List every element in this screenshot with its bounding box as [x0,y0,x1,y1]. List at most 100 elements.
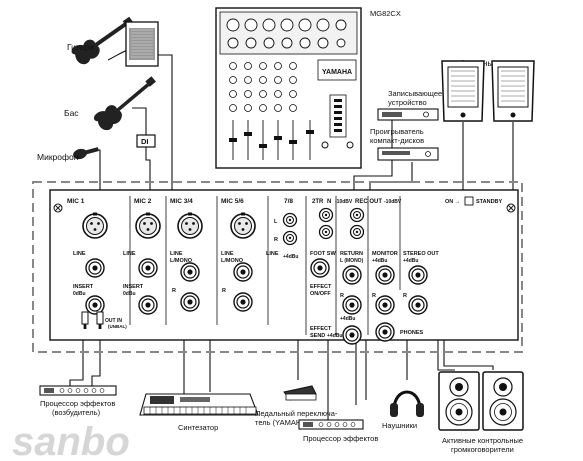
rec-out-l-jack[interactable] [349,207,365,223]
ch34-r-label: R [172,288,176,294]
ch2-insert-level: 0dBu [123,291,136,297]
stereo-out-l-jack[interactable] [408,265,428,285]
panel-screw-left [53,203,63,213]
ch78-level-label: +4dBu [283,254,298,260]
twotr-in-r-jack[interactable] [318,224,334,240]
ch1-line-label: LINE [73,251,86,257]
synthesizer-icon [139,393,259,416]
power-switch[interactable] [464,196,474,206]
ch34-line-r-jack[interactable] [180,292,200,312]
n-label: N [327,199,331,205]
effect-send-jack[interactable] [342,325,362,345]
monitor-r-label: R [372,293,376,299]
ch34-mono-label: L/MONO [170,258,193,264]
rec-out-r-jack[interactable] [349,224,365,240]
rec-out-level-label: -10dBV [384,199,402,205]
ch2-insert-jack[interactable] [138,295,158,315]
ch1-insert-label: INSERT [73,284,94,290]
twotr-in-l-jack[interactable] [318,207,334,223]
panel-screw-right [506,203,516,213]
phones-label: PHONES [400,330,424,336]
cd-player-icon [377,147,439,161]
monitor-speaker-right-icon [482,371,524,431]
exciter-icon [39,385,117,396]
monitor-l-jack[interactable] [375,265,395,285]
rear-panel-outline [32,181,523,353]
ch34-line-label: LINE [170,251,183,257]
rear-panel [49,189,519,341]
ch56-line-l-jack[interactable] [233,262,253,282]
power-standby-label: STANDBY [476,199,503,205]
insert-out-in-label: OUT IN [105,318,122,324]
cd-player-label-1: Проигрыватель [370,127,424,136]
effect-send-label-1: EFFECT [310,326,332,332]
recorder-label-2: устройство [388,98,427,107]
di-box: DI [136,134,156,148]
watermark: sanbo [12,420,130,461]
ch78-l-jack[interactable] [282,212,298,228]
mixer-model-label: MG82CX [370,9,401,18]
exciter-label-1: Процессор эффектов [40,399,115,408]
ch78-label: 7/8 [284,198,293,205]
recorder-icon [377,108,439,121]
monitor-speakers-label-2: громкоговорители [451,445,514,454]
ch2-line-label: LINE [123,251,136,257]
ch1-label: MIC 1 [67,198,85,205]
synthesizer-label: Синтезатор [178,423,218,432]
monitor-r-jack[interactable] [375,295,395,315]
insert-unbal-label: (UNBAL) [108,324,127,329]
footswitch-label-1: Педальный переключа- [255,409,338,418]
phones-jack[interactable] [375,322,395,342]
svg-text:YAMAHA: YAMAHA [322,69,352,76]
monitor-level-label: +4dBu [372,258,387,264]
exciter-label-2: (возбудитель) [52,408,101,417]
ch78-l-label: L [274,219,278,225]
pa-speaker-right-icon [491,60,535,122]
return-r-jack[interactable] [342,295,362,315]
ch34-label: MIC 3/4 [170,198,193,205]
return-l-jack[interactable] [342,265,362,285]
ch78-line-label: LINE [266,251,279,257]
ch56-mono-label: L/MONO [221,258,244,264]
twotr-label: 2TR [312,199,324,205]
ch2-line-jack[interactable] [138,258,158,278]
microphone-icon [73,147,99,160]
effect-send-label-2: SEND [310,333,325,339]
microphone-label: Микрофон [37,152,79,162]
ch56-line-label: LINE [221,251,234,257]
effect-send-level: +4dBu [327,333,342,339]
in-level-label: -10dBV [335,199,353,205]
ch34-line-l-jack[interactable] [180,262,200,282]
rec-out-label: REC OUT [355,199,382,205]
cd-player-label-2: компакт-дисков [370,136,424,145]
ch1-insert-level: 0dBu [73,291,86,297]
stereo-out-r-jack[interactable] [408,295,428,315]
ch78-r-jack[interactable] [282,230,298,246]
headphones-label: Наушники [382,421,417,430]
power-on-label: ON → [445,199,460,205]
amp-icon [125,21,159,67]
footswitch-icon [283,385,317,401]
footswitch-label-2: тель (YAMAHA FC5) [255,418,325,427]
return-r-label: R [340,293,344,299]
svg-text:DI: DI [141,137,149,146]
monitor-speaker-left-icon [438,371,480,431]
foot-sw-jack[interactable] [310,258,330,278]
effect-onoff-label-2: ON/OFF [310,291,331,297]
return-label: RETURN [340,251,363,257]
mixer-top-view: YAMAHA [215,7,362,169]
ch2-insert-label: INSERT [123,284,144,290]
guitar-label: Гитара [67,42,94,52]
stereo-out-label: STEREO OUT [403,251,439,257]
foot-sw-label: FOOT SW [310,251,336,257]
stereo-out-level-label: +4dBu [403,258,418,264]
ch56-label: MIC 5/6 [221,198,244,205]
ch56-line-r-jack[interactable] [233,292,253,312]
recorder-label-1: Записывающее [388,89,442,98]
ch1-line-jack[interactable] [85,258,105,278]
effect-processor-label: Процессор эффектов [303,434,378,443]
ch1-insert-jack[interactable] [85,295,105,315]
ch78-r-label: R [274,237,278,243]
bass-label: Бас [64,108,79,118]
